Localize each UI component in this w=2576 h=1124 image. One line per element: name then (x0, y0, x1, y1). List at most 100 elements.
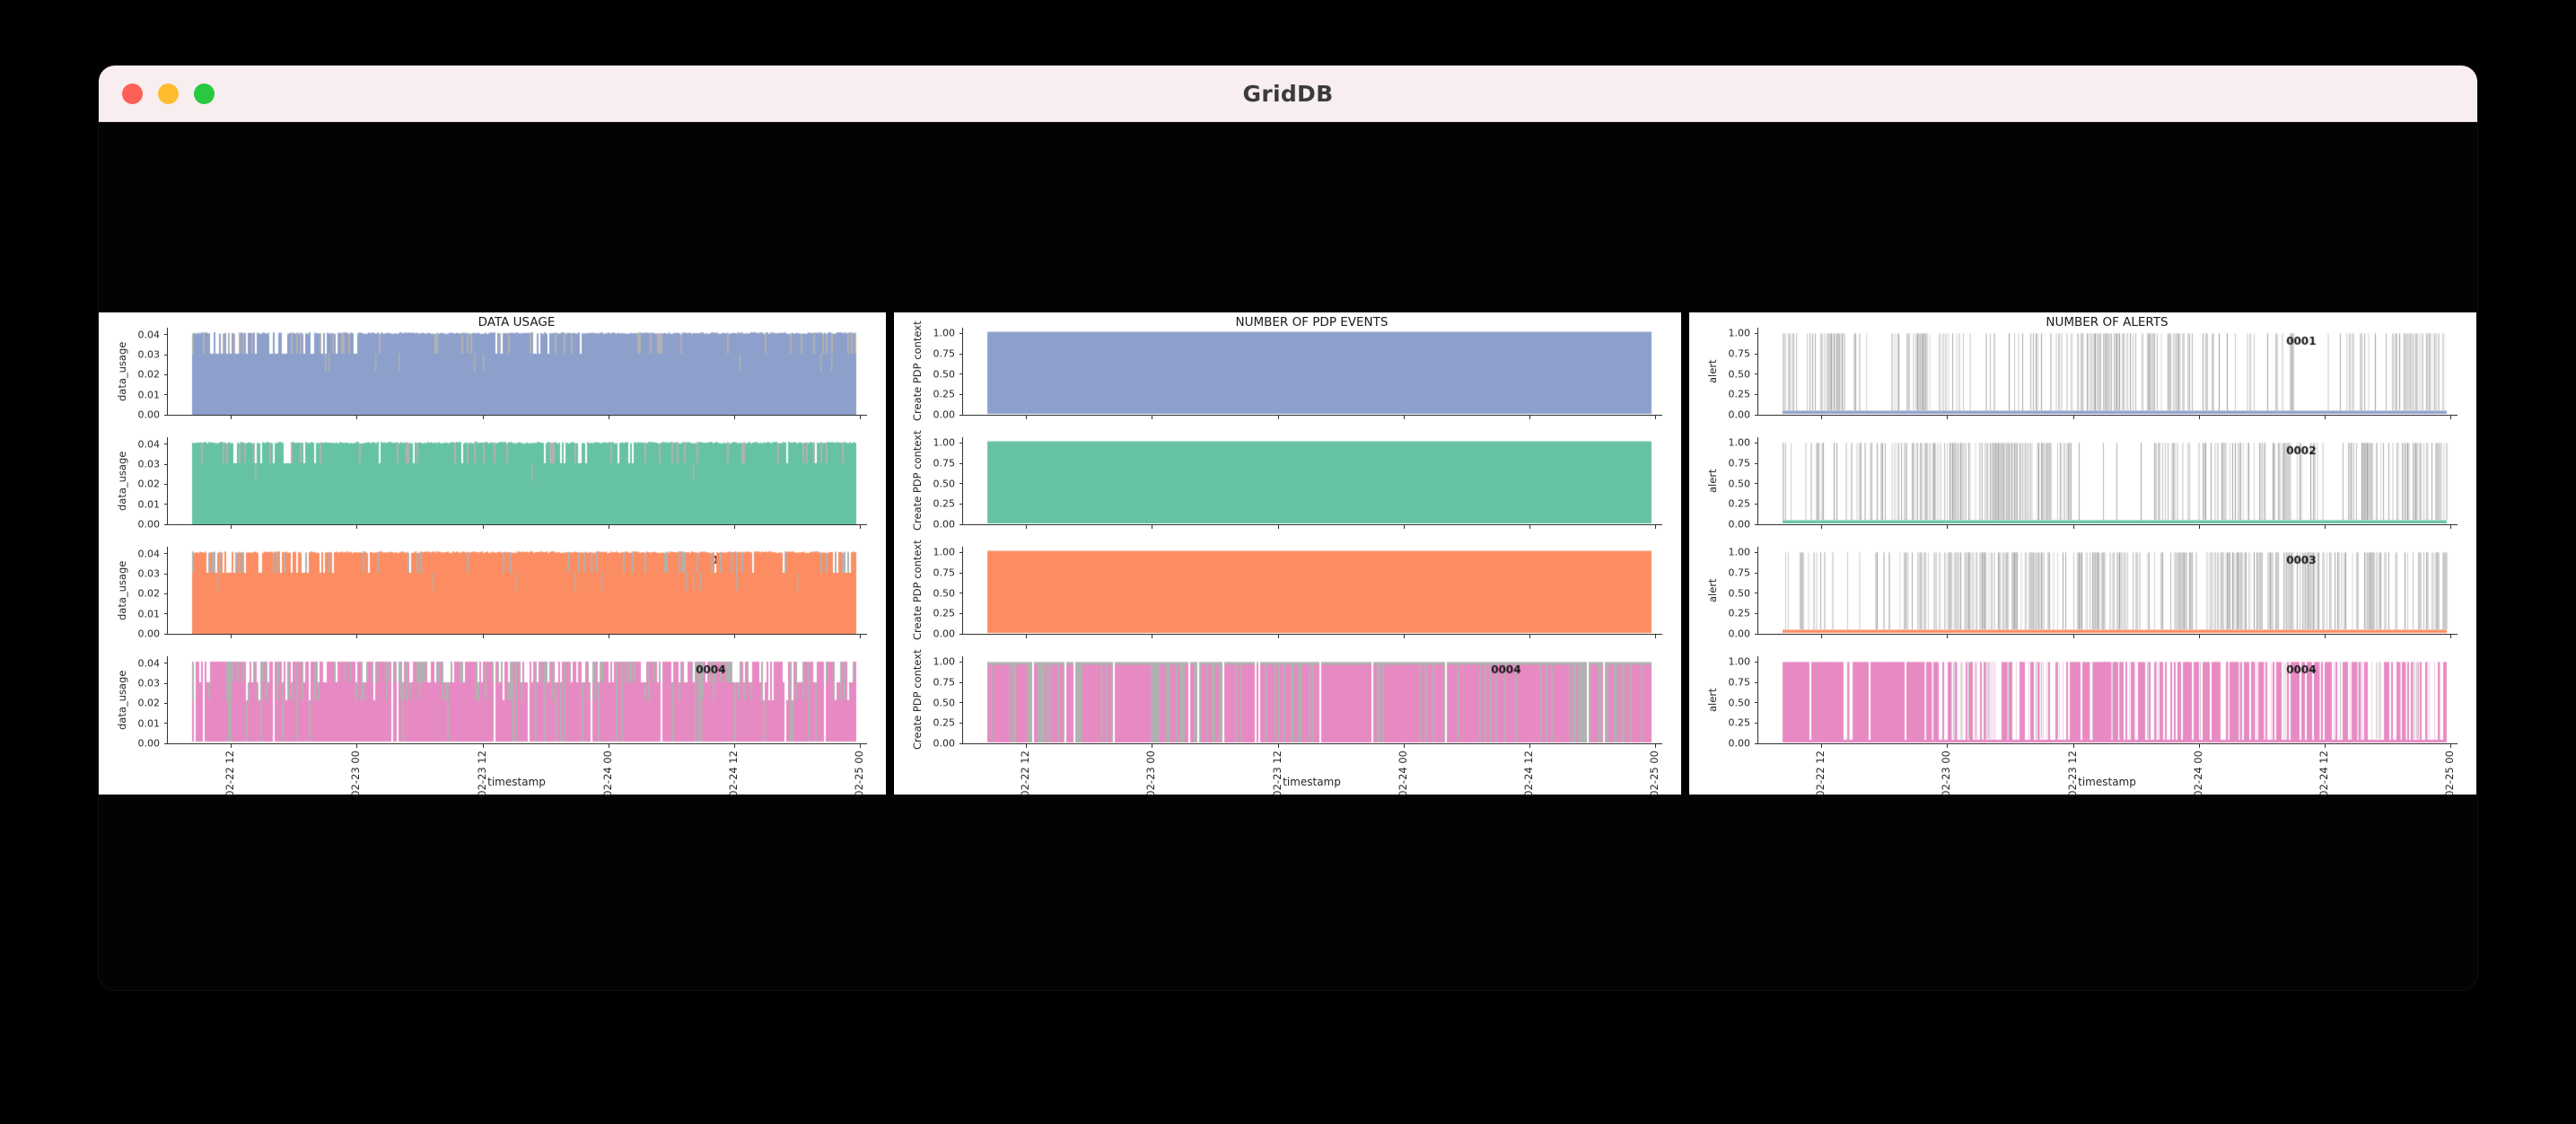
x-axis-label: timestamp (487, 776, 546, 788)
y-tick-label: 0.00 (1728, 737, 1751, 750)
y-tick-mark (164, 394, 168, 396)
x-tick-mark (1821, 524, 1822, 529)
x-tick-label: 02-25 00 (1648, 751, 1660, 797)
y-tick-mark (1755, 742, 1758, 744)
y-tick-label: 0.02 (137, 478, 161, 490)
chart-title: NUMBER OF ALERTS (2046, 315, 2169, 329)
y-tick-label: 0.04 (137, 438, 161, 451)
x-tick-mark (1655, 634, 1656, 638)
figure-panel-number-of-alerts: NUMBER OF ALERTS 0.00 0.25 0.50 0.75 1.00 aler… (1689, 312, 2476, 797)
y-tick-mark (959, 633, 963, 635)
y-axis-label: Create PDP context (911, 321, 924, 422)
y-tick-label: 0.50 (933, 478, 956, 490)
x-tick-label: 02-25 00 (2443, 751, 2456, 797)
y-tick-mark (164, 573, 168, 575)
x-tick-mark (2325, 415, 2326, 419)
y-tick-mark (1755, 681, 1758, 683)
y-tick-label: 0.04 (137, 657, 161, 670)
y-tick-mark (1755, 612, 1758, 614)
y-tick-label: 1.00 (1728, 546, 1751, 558)
x-tick-mark (1821, 743, 1822, 748)
y-tick-label: 1.00 (1728, 327, 1751, 339)
chart-canvas-0001 (168, 328, 867, 415)
chart-canvas-0001 (1758, 328, 2458, 415)
y-tick-label: 0.25 (933, 716, 956, 729)
y-tick-mark (1755, 462, 1758, 464)
y-tick-mark (164, 443, 168, 445)
x-tick-mark (2073, 743, 2074, 748)
x-tick-mark (1278, 634, 1279, 638)
x-tick-mark (1655, 743, 1656, 748)
x-tick-mark (1655, 415, 1656, 419)
x-tick-mark (1278, 524, 1279, 529)
x-tick-mark (483, 415, 484, 419)
x-tick-mark (2325, 524, 2326, 529)
y-tick-label: 0.00 (137, 408, 161, 421)
x-tick-mark (2199, 634, 2200, 638)
x-tick-label: 02-23 12 (2066, 751, 2079, 797)
x-tick-label: 02-24 00 (1397, 751, 1409, 797)
x-tick-mark (1529, 743, 1530, 748)
close-button[interactable] (122, 83, 143, 104)
y-tick-mark (959, 332, 963, 334)
x-tick-label: 02-24 00 (2192, 751, 2204, 797)
chart-canvas-0004 (1758, 656, 2458, 743)
y-tick-mark (1755, 702, 1758, 704)
y-axis-label: alert (1706, 359, 1719, 383)
y-tick-label: 0.03 (137, 677, 161, 689)
chart-title: DATA USAGE (478, 315, 556, 329)
x-tick-mark (2450, 524, 2451, 529)
y-tick-label: 0.00 (1728, 408, 1751, 421)
x-tick-mark (1947, 634, 1948, 638)
y-tick-label: 0.50 (933, 368, 956, 381)
y-tick-label: 0.04 (137, 548, 161, 560)
x-tick-mark (1404, 524, 1405, 529)
y-tick-mark (1755, 414, 1758, 416)
x-tick-label: 02-24 12 (1522, 751, 1535, 797)
x-tick-mark (2199, 743, 2200, 748)
chart-canvas-0002 (963, 437, 1662, 524)
x-tick-mark (1404, 634, 1405, 638)
y-tick-label: 0.03 (137, 458, 161, 470)
y-tick-mark (959, 353, 963, 355)
chart-title: NUMBER OF PDP EVENTS (1235, 315, 1389, 329)
chart-canvas-0004 (168, 656, 867, 743)
x-tick-mark (734, 415, 735, 419)
y-tick-label: 0.75 (1728, 347, 1751, 360)
x-tick-mark (231, 743, 232, 748)
x-tick-mark (734, 634, 735, 638)
y-tick-mark (959, 393, 963, 395)
y-tick-label: 0.25 (1728, 716, 1751, 729)
x-tick-mark (231, 524, 232, 529)
y-tick-label: 0.00 (137, 628, 161, 640)
x-tick-mark (1947, 415, 1948, 419)
y-tick-mark (959, 612, 963, 614)
minimize-button[interactable] (158, 83, 179, 104)
chart-canvas-0004 (963, 656, 1662, 743)
x-tick-mark (734, 524, 735, 529)
y-tick-mark (959, 742, 963, 744)
y-tick-mark (164, 334, 168, 336)
x-tick-mark (1529, 524, 1530, 529)
x-tick-mark (2325, 634, 2326, 638)
x-tick-mark (734, 743, 735, 748)
zoom-button[interactable] (194, 83, 215, 104)
y-tick-label: 0.02 (137, 697, 161, 709)
x-tick-mark (2450, 634, 2451, 638)
x-tick-mark (1026, 743, 1027, 748)
x-tick-label: 02-24 12 (727, 751, 740, 797)
y-tick-mark (164, 702, 168, 704)
x-tick-label: 02-23 00 (1144, 751, 1157, 797)
y-tick-mark (164, 463, 168, 465)
x-tick-mark (483, 524, 484, 529)
chart-canvas-0002 (168, 437, 867, 524)
y-axis-label: alert (1706, 688, 1719, 712)
y-tick-label: 0.50 (1728, 478, 1751, 490)
y-tick-label: 0.25 (933, 497, 956, 510)
y-tick-mark (1755, 523, 1758, 525)
x-tick-mark (356, 524, 357, 529)
x-tick-mark (1529, 415, 1530, 419)
